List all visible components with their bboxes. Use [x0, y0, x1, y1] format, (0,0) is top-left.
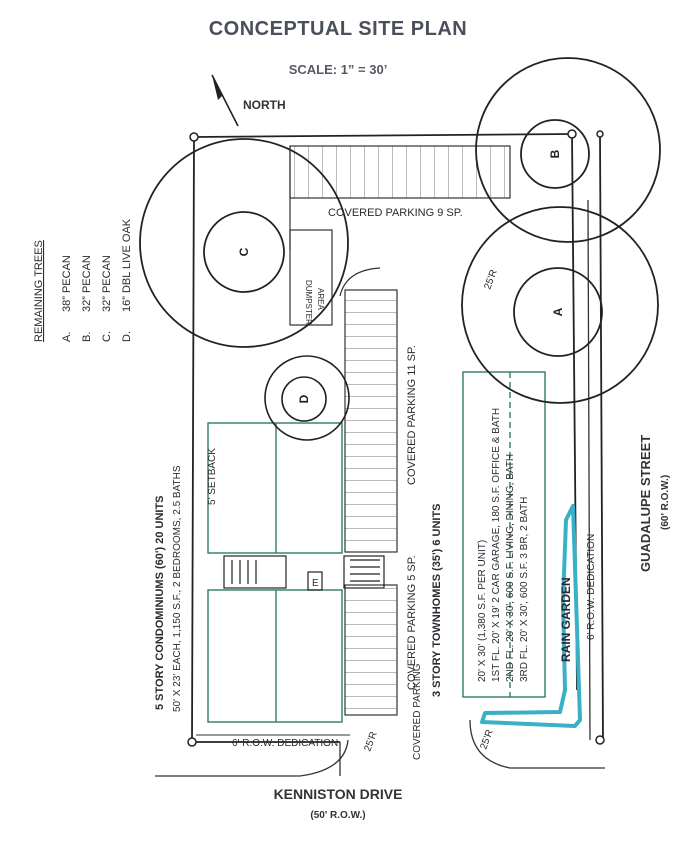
- tree-b: [475, 57, 661, 243]
- tree-b-marker: B: [548, 149, 562, 158]
- north-arrow-icon: [211, 74, 239, 127]
- stair-core: [223, 555, 385, 591]
- covered-parking-top: [289, 145, 511, 250]
- townhomes-line-4: 3RD FL. 20' X 30', 600 S.F. 3 BR, 2 BATH: [519, 497, 530, 682]
- townhomes-title: 3 STORY TOWNHOMES (35') 6 UNITS: [431, 503, 443, 697]
- tree-legend-desc-a: 38” PECAN: [61, 255, 73, 312]
- scale-label: SCALE: 1” = 30’: [288, 62, 388, 77]
- trees-heading: REMAINING TREES: [33, 240, 45, 342]
- tree-legend-letter-d: D.: [121, 331, 133, 342]
- rain-garden-outline: [480, 504, 582, 728]
- dumpster-area: [289, 229, 333, 326]
- page-title: CONCEPTUAL SITE PLAN: [208, 18, 468, 40]
- rain-garden-label: RAIN GARDEN: [559, 577, 573, 662]
- townhomes-line-2: 1ST FL. 20' X 19' 2 CAR GARAGE, 180 S.F.…: [491, 408, 502, 682]
- row-dedication-bottom-label: 6' R.O.W. DEDICATION: [232, 738, 338, 749]
- townhome-building: [462, 371, 546, 698]
- tree-d: [264, 355, 350, 441]
- townhomes-line-3: 2ND FL. 20' X 30', 600 S.F. LIVING, DINI…: [505, 454, 516, 682]
- tree-legend-letter-c: C.: [101, 331, 113, 342]
- tree-d-marker: D: [297, 394, 311, 403]
- covered-parking-bottom-label: COVERED PARKING: [412, 663, 423, 760]
- right-frontage: [155, 199, 605, 777]
- radius-top-label: 25'R: [482, 268, 499, 291]
- survey-corner-markers: [187, 129, 605, 747]
- tree-legend-desc-d: 16” DBL LIVE OAK: [121, 218, 133, 312]
- radius-bottom-right-label: 25'R: [478, 728, 495, 751]
- elevator-label: E: [312, 578, 319, 589]
- setback-label: 5' SETBACK: [207, 448, 218, 505]
- tree-c: [139, 138, 349, 348]
- tree-legend-letter-a: A.: [61, 332, 73, 342]
- covered-parking-lower: [344, 584, 398, 716]
- kenniston-row-label: (50' R.O.W.): [310, 810, 366, 821]
- kenniston-drive-label: KENNISTON DRIVE: [273, 786, 403, 802]
- tree-c-marker: C: [237, 247, 251, 256]
- curb-curve: [339, 267, 381, 297]
- north-label: NORTH: [243, 98, 286, 112]
- condos-detail: 50' X 23' EACH, 1,150 S.F., 2 BEDROOMS, …: [172, 465, 183, 712]
- covered-parking-top-label: COVERED PARKING 9 SP.: [328, 207, 463, 219]
- tree-a-marker: A: [551, 307, 565, 316]
- radius-bottom-left-label: 25'R: [362, 730, 379, 753]
- dumpster-area-label: AREA: [316, 288, 325, 310]
- guadalupe-street-label: GUADALUPE STREET: [638, 435, 653, 572]
- condos-title: 5 STORY CONDOMINIUMS (60') 20 UNITS: [154, 495, 166, 710]
- covered-parking-low-label: COVERED PARKING 5 SP.: [406, 555, 418, 690]
- covered-parking-middle: [344, 289, 398, 553]
- guadalupe-row-label: (60' R.O.W.): [660, 475, 671, 530]
- row-dedication-right-label: 6' R.O.W. DEDICATION: [586, 534, 597, 640]
- townhomes-line-1: 20' X 30' (1,380 S.F. PER UNIT): [477, 540, 488, 682]
- tree-legend-desc-b: 32” PECAN: [81, 255, 93, 312]
- tree-legend-desc-c: 32” PECAN: [101, 255, 113, 312]
- dumpster-label: DUMPSTER: [304, 280, 313, 325]
- tree-legend-letter-b: B.: [81, 332, 93, 342]
- covered-parking-mid-label: COVERED PARKING 11 SP.: [406, 345, 418, 485]
- condo-building: [207, 422, 343, 723]
- tree-a: [461, 206, 659, 404]
